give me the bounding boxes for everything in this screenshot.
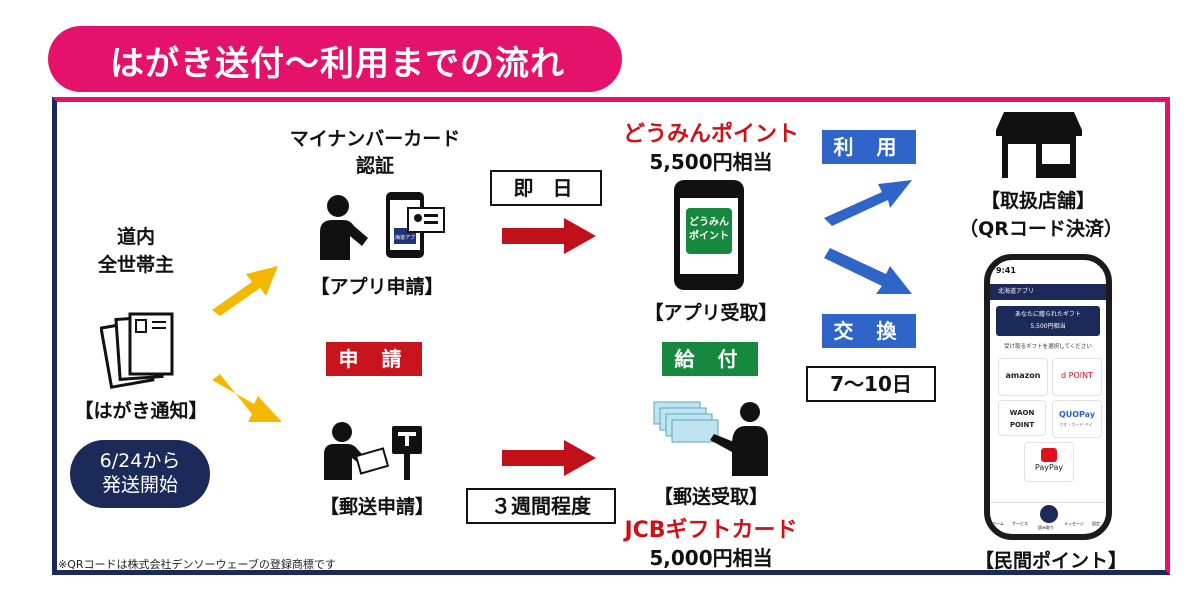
page-title: はがき送付～利用までの流れ bbox=[110, 44, 565, 84]
tab-home[interactable]: ホーム bbox=[992, 521, 1004, 526]
quopay-subtext: クオ・カード ペイ bbox=[1059, 422, 1093, 427]
store-label-line1: 【取扱店舗】 bbox=[980, 190, 1095, 212]
waon-point-option[interactable]: WAON POINT bbox=[998, 400, 1046, 436]
red-arrow-right-icon bbox=[502, 440, 596, 476]
blue-arrow-up-icon bbox=[824, 180, 912, 226]
grant-tag: 給 付 bbox=[662, 342, 758, 376]
private-points-label: 【民間ポイント】 bbox=[974, 550, 1127, 572]
gift-amount-card: あなたに贈られたギフト 5,500円相当 bbox=[996, 306, 1100, 336]
target-label-line1: 道内 bbox=[116, 226, 155, 248]
amazon-option[interactable]: amazon bbox=[998, 358, 1048, 396]
blue-arrow-down-icon bbox=[824, 248, 912, 294]
app-receive-label: 【アプリ受取】 bbox=[644, 302, 778, 324]
qr-trademark-note: ※QRコードは株式会社デンソーウェーブの登録商標です bbox=[58, 558, 336, 571]
header-banner bbox=[48, 26, 622, 92]
dpoint-option[interactable]: d POINT bbox=[1052, 358, 1102, 396]
tab-settings[interactable]: 設定 bbox=[1092, 521, 1100, 526]
mail-apply-label: 【郵送申請】 bbox=[319, 496, 434, 518]
jcb-amount: 5,000円相当 bbox=[649, 546, 773, 570]
select-gift-text: 受け取るギフトを選択してください bbox=[1004, 344, 1092, 350]
use-tag: 利 用 bbox=[822, 130, 916, 164]
doumin-app-icon: どうみん ポイント bbox=[686, 208, 732, 254]
shipping-start-text: 発送開始 bbox=[101, 474, 178, 496]
quopay-option[interactable]: QUOPay bbox=[1052, 400, 1102, 438]
app-apply-label: 【アプリ申請】 bbox=[310, 276, 444, 298]
shipping-start-badge: 6/24から 発送開始 bbox=[70, 440, 210, 508]
content-frame bbox=[52, 97, 1170, 575]
postcard-icon bbox=[100, 312, 174, 389]
store-icon bbox=[996, 112, 1082, 178]
svg-text:北海道アプリ: 北海道アプリ bbox=[390, 234, 420, 241]
shipping-date: 6/24から bbox=[99, 450, 181, 472]
store-label-line2: （QRコード決済） bbox=[959, 218, 1123, 240]
target-label-line2: 全世帯主 bbox=[97, 254, 174, 276]
phone-tab-bar: ホーム サービス 読み取り メッセージ 設定 bbox=[990, 502, 1106, 533]
person-phone-auth-icon: 北海道アプリ bbox=[320, 192, 445, 260]
red-arrow-right-icon bbox=[502, 218, 596, 254]
apply-tag: 申 請 bbox=[326, 342, 422, 376]
yellow-arrow-down-icon bbox=[212, 374, 282, 422]
days-box: 7～10日 bbox=[806, 366, 936, 402]
three-weeks-box: ３週間程度 bbox=[466, 488, 616, 524]
same-day-box: 即 日 bbox=[490, 170, 602, 206]
scan-button-icon[interactable] bbox=[1040, 505, 1058, 523]
postcard-notice-label: 【はがき通知】 bbox=[74, 400, 208, 422]
tab-scan[interactable]: 読み取り bbox=[1038, 525, 1054, 530]
phone-icon: どうみん ポイント bbox=[674, 180, 744, 290]
doumin-amount: 5,500円相当 bbox=[649, 150, 773, 174]
exchange-tag: 交 換 bbox=[822, 314, 916, 348]
paypay-label: PayPay bbox=[1034, 463, 1064, 472]
private-points-phone: 9:41 北海道アプリ あなたに贈られたギフト 5,500円相当 受け取るギフト… bbox=[984, 254, 1112, 540]
tab-services[interactable]: サービス bbox=[1012, 521, 1028, 526]
doumin-point-label: どうみんポイント bbox=[622, 122, 799, 147]
gift-card-hand-icon bbox=[653, 401, 768, 476]
paypay-logo-icon bbox=[1041, 448, 1057, 462]
mynumber-label-line1: マイナンバーカード bbox=[289, 128, 461, 150]
phone-app-header: 北海道アプリ bbox=[990, 284, 1106, 300]
yellow-arrow-up-icon bbox=[212, 266, 278, 316]
jcb-gift-card-label: JCBギフトカード bbox=[624, 518, 798, 543]
mail-receive-label: 【郵送受取】 bbox=[653, 486, 768, 508]
phone-time: 9:41 bbox=[996, 266, 1016, 275]
paypay-option[interactable]: PayPay bbox=[1024, 442, 1074, 482]
person-mail-icon bbox=[324, 422, 422, 480]
mynumber-label-line2: 認証 bbox=[355, 155, 394, 177]
tab-messages[interactable]: メッセージ bbox=[1064, 521, 1084, 526]
